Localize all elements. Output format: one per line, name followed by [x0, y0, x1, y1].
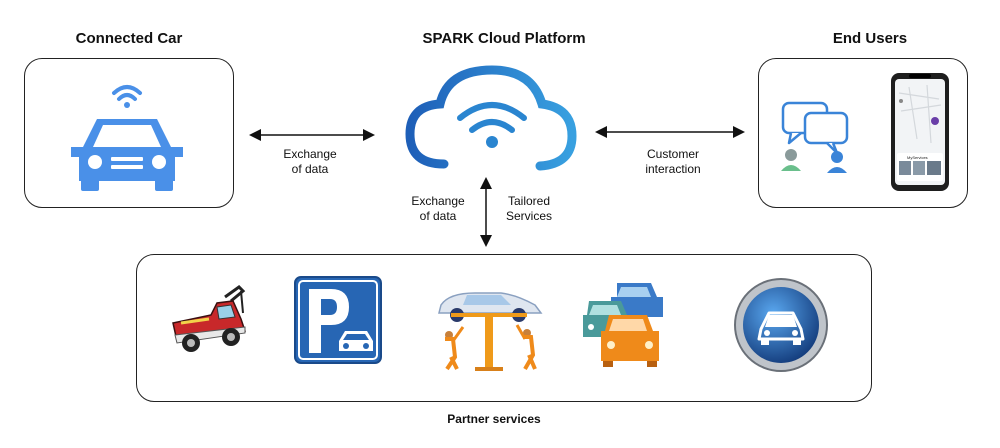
- phone-screen-label: MyServices: [907, 155, 928, 160]
- car-badge-icon: [734, 278, 828, 372]
- car-wifi-icon: [71, 85, 183, 191]
- partner-services-label: Partner services: [447, 412, 541, 426]
- exchange-data-label-down: Exchange of data: [398, 194, 478, 224]
- tailored-services-label: Tailored Services: [494, 194, 564, 224]
- chat-bubbles-icon: [781, 101, 849, 173]
- cloud-platform-title: SPARK Cloud Platform: [422, 30, 586, 47]
- exchange-down-line1: Exchange: [411, 194, 465, 208]
- car-lift-mechanics-icon: [438, 292, 543, 371]
- traffic-cars-icon: [583, 283, 663, 367]
- exchange-left-line2: of data: [291, 162, 329, 176]
- connected-car-title: Connected Car: [75, 30, 183, 47]
- connected-car-box: [24, 58, 234, 208]
- exchange-data-label-left: Exchange of data: [270, 147, 350, 177]
- tailored-line1: Tailored: [507, 194, 551, 208]
- end-users-box: MyServices: [758, 58, 968, 208]
- parking-icon: [294, 276, 382, 364]
- customer-interaction-label: Customer interaction: [628, 147, 718, 177]
- tailored-line2: Services: [505, 209, 552, 223]
- customer-line2: interaction: [645, 162, 701, 176]
- cloud-wifi-icon: [405, 65, 577, 171]
- exchange-left-line1: Exchange: [283, 147, 337, 161]
- partner-services-box: [136, 254, 872, 402]
- customer-line1: Customer: [646, 147, 699, 161]
- end-users-title: End Users: [832, 30, 908, 47]
- smartphone-icon: MyServices: [891, 73, 949, 191]
- tow-truck-icon: [172, 285, 246, 352]
- exchange-down-line2: of data: [419, 209, 457, 223]
